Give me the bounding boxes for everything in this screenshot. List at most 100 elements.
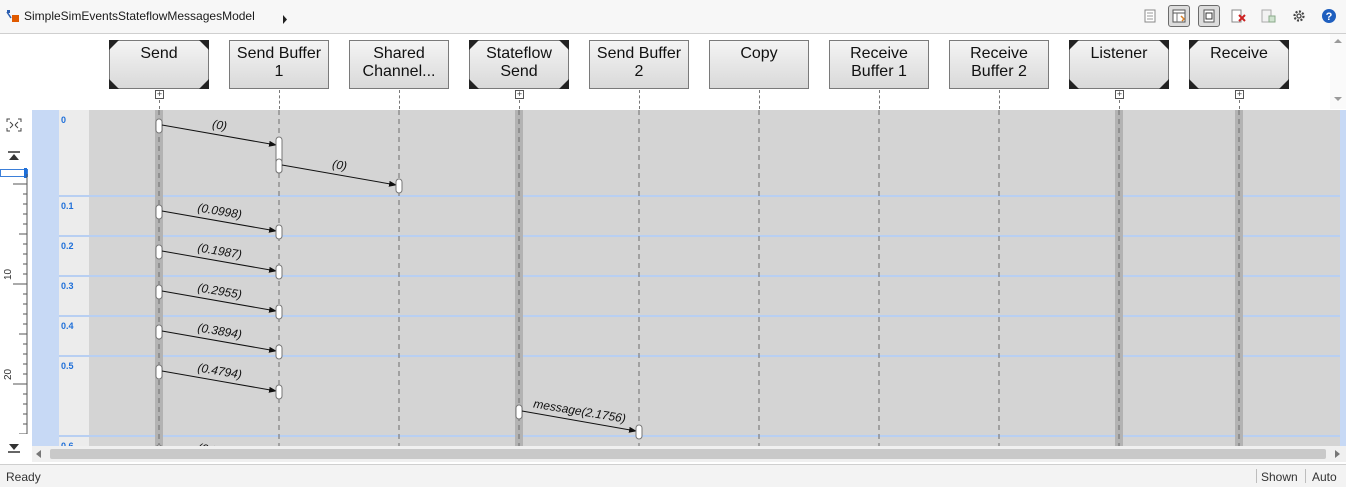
svg-text:?: ? bbox=[1326, 11, 1333, 23]
lifeline-label: Copy bbox=[740, 45, 778, 62]
lifeline-label: Receive bbox=[1210, 45, 1268, 62]
lifeline-header-9[interactable]: Receive bbox=[1189, 40, 1289, 89]
scroll-to-bottom-icon[interactable] bbox=[8, 440, 20, 458]
timeline-navigator: 10 20 bbox=[0, 110, 33, 460]
lifeline-header-8[interactable]: Listener bbox=[1069, 40, 1169, 89]
send-activation bbox=[155, 284, 163, 300]
timeline-marker bbox=[24, 168, 27, 178]
lifeline-header-7[interactable]: Receive Buffer 2 bbox=[949, 40, 1049, 89]
subsystem-corner-marks bbox=[1069, 40, 1169, 89]
ruler-label: 10 bbox=[3, 268, 14, 280]
lifeline-stub bbox=[159, 100, 160, 109]
send-activation bbox=[155, 118, 163, 134]
expand-lifeline-icon[interactable]: + bbox=[155, 89, 164, 99]
lifeline-stub bbox=[1119, 100, 1120, 109]
timeline-position-indicator[interactable] bbox=[0, 169, 28, 177]
receive-activation bbox=[275, 344, 283, 360]
canvas-background bbox=[32, 110, 1346, 446]
message-1[interactable]: (0) bbox=[275, 157, 403, 194]
receive-activation bbox=[275, 264, 283, 280]
fit-to-view-icon[interactable] bbox=[6, 118, 22, 137]
time-marker: 0.5 bbox=[61, 361, 74, 371]
lifeline-stub bbox=[999, 90, 1000, 109]
lifeline-header-4[interactable]: Send Buffer 2 bbox=[589, 40, 689, 89]
delete-icon[interactable] bbox=[1228, 5, 1250, 27]
lifeline-label: Stateflow Send bbox=[486, 45, 552, 80]
subsystem-corner-marks bbox=[469, 40, 569, 89]
time-marker: 0.6 bbox=[61, 441, 74, 446]
trace-table-icon[interactable] bbox=[1168, 5, 1190, 27]
lifeline-header-5[interactable]: Copy bbox=[709, 40, 809, 89]
lifeline-stub bbox=[1239, 100, 1240, 109]
message-label: (0) bbox=[331, 157, 348, 173]
chevron-right-icon[interactable] bbox=[282, 11, 288, 29]
time-marker: 0.2 bbox=[61, 241, 74, 251]
status-text: Ready bbox=[6, 470, 41, 484]
expand-lifeline-icon[interactable]: + bbox=[1115, 89, 1124, 99]
time-column bbox=[59, 110, 89, 446]
export-icon[interactable] bbox=[1258, 5, 1280, 27]
lifeline-label: Send bbox=[140, 45, 178, 62]
breadcrumb-model-name[interactable]: SimpleSimEventsStateflowMessagesModel bbox=[24, 9, 255, 23]
time-marker: 0.1 bbox=[61, 201, 74, 211]
expand-lifeline-icon[interactable]: + bbox=[515, 89, 524, 99]
receive-activation bbox=[635, 424, 643, 440]
active-lifeline-bar bbox=[515, 110, 523, 446]
message-label: (0.5646) bbox=[196, 440, 242, 446]
send-activation bbox=[155, 324, 163, 340]
scroll-to-top-icon[interactable] bbox=[8, 148, 20, 166]
toolbar: SimpleSimEventsStateflowMessagesModel ? bbox=[0, 0, 1346, 34]
find-icon[interactable] bbox=[1198, 5, 1220, 27]
properties-icon[interactable] bbox=[1139, 5, 1161, 27]
send-activation bbox=[155, 244, 163, 260]
lifeline-stub bbox=[879, 90, 880, 109]
receive-activation bbox=[275, 304, 283, 320]
message-arrow bbox=[161, 330, 277, 353]
message-arrow bbox=[281, 164, 397, 187]
lifeline-header-6[interactable]: Receive Buffer 1 bbox=[829, 40, 929, 89]
send-activation bbox=[275, 158, 283, 174]
time-marker: 0.4 bbox=[61, 321, 74, 331]
status-separator bbox=[1256, 469, 1257, 483]
lifeline-header-1[interactable]: Send Buffer 1 bbox=[229, 40, 329, 89]
lifeline-label: Send Buffer 2 bbox=[596, 45, 682, 80]
receive-activation bbox=[395, 178, 403, 194]
message-8[interactable]: (0.5646) bbox=[156, 440, 282, 446]
lifeline-label: Receive Buffer 2 bbox=[970, 45, 1028, 80]
ruler-label: 20 bbox=[3, 368, 14, 380]
send-activation bbox=[156, 444, 162, 446]
receive-activation bbox=[275, 224, 283, 240]
lifeline-header: Send + Send Buffer 1 Shared Channel... State… bbox=[0, 34, 1346, 109]
lifeline-header-3[interactable]: Stateflow Send bbox=[469, 40, 569, 89]
horizontal-scrollbar[interactable] bbox=[32, 446, 1346, 462]
time-band bbox=[32, 110, 59, 446]
message-arrow bbox=[161, 290, 277, 313]
settings-gear-icon[interactable] bbox=[1288, 5, 1310, 27]
send-activation bbox=[155, 364, 163, 380]
header-scrollbar[interactable] bbox=[1330, 34, 1346, 109]
lifeline-label: Listener bbox=[1090, 45, 1148, 62]
message-arrow bbox=[521, 410, 637, 433]
send-activation bbox=[515, 404, 523, 420]
message-arrow bbox=[161, 250, 277, 273]
lifeline-header-0[interactable]: Send bbox=[109, 40, 209, 89]
send-activation bbox=[155, 204, 163, 220]
status-auto[interactable]: Auto bbox=[1312, 470, 1337, 484]
expand-lifeline-icon[interactable]: + bbox=[1235, 89, 1244, 99]
lifeline-stub bbox=[759, 90, 760, 109]
status-bar: Ready Shown Auto bbox=[0, 464, 1346, 487]
status-shown[interactable]: Shown bbox=[1261, 470, 1298, 484]
receive-activation bbox=[275, 384, 283, 400]
subsystem-corner-marks bbox=[109, 40, 209, 89]
lifeline-label: Send Buffer 1 bbox=[236, 45, 322, 80]
lifeline-stub bbox=[519, 100, 520, 109]
lifeline-stub bbox=[639, 90, 640, 109]
message-arrow bbox=[161, 124, 277, 147]
right-edge-band bbox=[1340, 110, 1346, 446]
lifeline-label: Receive Buffer 1 bbox=[850, 45, 908, 80]
lifeline-header-2[interactable]: Shared Channel... bbox=[349, 40, 449, 89]
subsystem-corner-marks bbox=[1189, 40, 1289, 89]
time-marker: 0 bbox=[61, 115, 66, 125]
help-icon[interactable]: ? bbox=[1318, 5, 1340, 27]
